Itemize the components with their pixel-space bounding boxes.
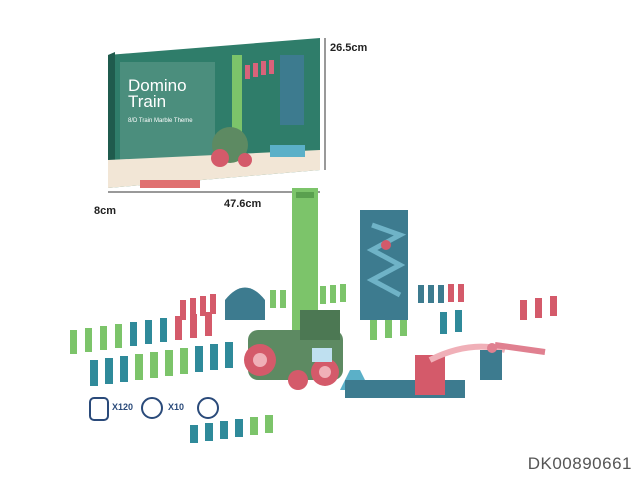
dimension-width-label: 47.6cm xyxy=(224,198,262,210)
dimension-height-label: 26.5cm xyxy=(330,42,368,54)
box-title: Domino Train xyxy=(128,76,187,111)
box-title-line1: Domino xyxy=(128,76,187,95)
box-title-line2: Train xyxy=(128,92,167,111)
track-length-icon xyxy=(197,397,219,419)
domino-block-icon xyxy=(89,397,109,421)
product-sku: DK00890661 xyxy=(527,454,632,473)
domino-row-back xyxy=(180,284,464,320)
spiral-tower xyxy=(360,210,408,320)
feature-count-blocks: X120 xyxy=(112,402,134,412)
feature-count-accessories: X10 xyxy=(168,402,185,412)
domino-row-front xyxy=(90,342,273,443)
gear-icon xyxy=(141,397,163,419)
dimension-depth-label: 8cm xyxy=(94,205,117,217)
feature-icons xyxy=(89,397,219,421)
domino-train xyxy=(244,188,343,390)
product-box xyxy=(108,38,320,188)
box-subtitle: 8/D Train Marble Theme xyxy=(128,118,193,124)
launcher-bridge xyxy=(340,342,546,398)
domino-row-middle xyxy=(70,296,557,354)
